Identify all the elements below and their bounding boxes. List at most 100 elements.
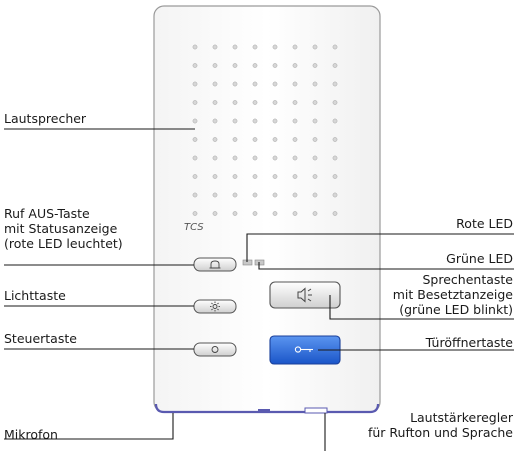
label-ruf-aus-line3: (rote LED leuchtet) bbox=[4, 236, 123, 251]
speaker-grille bbox=[192, 44, 338, 216]
speaker-hole bbox=[312, 155, 318, 161]
label-rote-led: Rote LED bbox=[456, 216, 513, 231]
speaker-hole bbox=[292, 118, 298, 124]
speaker-hole bbox=[192, 81, 198, 87]
speaker-hole bbox=[332, 137, 338, 142]
label-sprechentaste-line3: (grüne LED blinkt) bbox=[399, 302, 513, 317]
intercom-housing bbox=[153, 5, 381, 413]
label-lautsprecher: Lautsprecher bbox=[4, 111, 87, 126]
speaker-hole bbox=[272, 118, 278, 124]
speaker-hole bbox=[212, 192, 218, 198]
label-sprechentaste-line2: mit Besetztanzeige bbox=[392, 287, 513, 302]
control-button[interactable] bbox=[193, 342, 237, 357]
speaker-hole bbox=[232, 137, 238, 142]
label-lichttaste: Lichttaste bbox=[4, 288, 66, 303]
speaker-hole bbox=[252, 44, 258, 50]
speaker-hole bbox=[272, 137, 278, 142]
speaker-hole bbox=[292, 100, 298, 105]
speaker-hole bbox=[232, 192, 238, 198]
speaker-hole bbox=[212, 81, 218, 87]
speaker-hole bbox=[232, 100, 238, 105]
sun-icon bbox=[210, 301, 220, 312]
speaker-hole bbox=[312, 63, 318, 68]
speaker-hole bbox=[292, 155, 298, 161]
speaker-hole bbox=[252, 137, 258, 142]
speaker-hole bbox=[192, 211, 198, 216]
speaker-hole bbox=[272, 155, 278, 161]
speaker-hole bbox=[232, 174, 238, 179]
speaker-hole bbox=[312, 118, 318, 124]
speaker-hole bbox=[272, 211, 278, 216]
speaker-hole bbox=[292, 63, 298, 68]
speaker-hole bbox=[332, 63, 338, 68]
key-icon bbox=[294, 346, 313, 353]
speaker-hole bbox=[272, 100, 278, 105]
speaker-hole bbox=[312, 100, 318, 105]
speaker-hole bbox=[332, 81, 338, 87]
speaker-hole bbox=[232, 63, 238, 68]
speaker-hole bbox=[292, 81, 298, 87]
label-lautstaerkeregler: Lautstärkeregler für Rufton und Sprache bbox=[368, 410, 513, 440]
speaker-hole bbox=[312, 211, 318, 216]
speaker-hole bbox=[272, 174, 278, 179]
speaker-hole bbox=[312, 137, 318, 142]
label-lautstaerkeregler-line2: für Rufton und Sprache bbox=[367, 425, 513, 440]
speaker-hole bbox=[252, 211, 258, 216]
speaker-hole bbox=[212, 155, 218, 161]
speaker-hole bbox=[212, 63, 218, 68]
speaker-hole bbox=[312, 81, 318, 87]
speaker-hole bbox=[252, 100, 258, 105]
speaker-hole bbox=[272, 63, 278, 68]
speaker-hole bbox=[332, 192, 338, 198]
speaker-hole bbox=[232, 211, 238, 216]
speaker-hole bbox=[312, 44, 318, 50]
speaker-hole bbox=[292, 211, 298, 216]
label-ruf-aus: Ruf AUS-Taste mit Statusanzeige (rote LE… bbox=[4, 206, 123, 251]
speaker-hole bbox=[272, 192, 278, 198]
label-sprechentaste: Sprechentaste mit Besetztanzeige (grüne … bbox=[393, 272, 513, 317]
speaker-hole bbox=[292, 137, 298, 142]
speaker-hole bbox=[332, 44, 338, 50]
speaker-hole bbox=[332, 155, 338, 161]
speaker-hole bbox=[192, 63, 198, 68]
speaker-hole bbox=[252, 192, 258, 198]
speaker-hole bbox=[272, 81, 278, 87]
speaker-hole bbox=[232, 155, 238, 161]
speaker-hole bbox=[212, 100, 218, 105]
speaker-hole bbox=[252, 155, 258, 161]
speaker-hole bbox=[212, 174, 218, 179]
leader-rote-led bbox=[246, 233, 514, 262]
speaker-hole bbox=[192, 44, 198, 50]
light-button[interactable] bbox=[193, 299, 237, 314]
volume-control-slot bbox=[304, 407, 328, 414]
speaker-hole bbox=[212, 118, 218, 124]
leader-sprechentaste bbox=[329, 295, 514, 320]
speaker-hole bbox=[212, 137, 218, 142]
leader-gruene-led bbox=[258, 262, 514, 270]
leader-mikrofon bbox=[4, 413, 174, 440]
speaker-hole bbox=[232, 44, 238, 50]
label-mikrofon: Mikrofon bbox=[4, 427, 58, 442]
label-steuertaste: Steuertaste bbox=[4, 331, 77, 346]
speaker-hole bbox=[252, 118, 258, 124]
speaker-hole bbox=[332, 174, 338, 179]
speaker-hole bbox=[252, 81, 258, 87]
speaker-hole bbox=[232, 118, 238, 124]
tcs-logo: TCS bbox=[184, 222, 204, 233]
speak-button[interactable] bbox=[269, 281, 341, 309]
speaker-icon bbox=[297, 287, 312, 303]
speaker-hole bbox=[312, 174, 318, 179]
speaker-hole bbox=[192, 118, 198, 124]
circle-icon bbox=[211, 346, 219, 353]
speaker-hole bbox=[292, 192, 298, 198]
bell-icon bbox=[209, 260, 221, 269]
speaker-hole bbox=[192, 155, 198, 161]
call-off-button[interactable] bbox=[193, 257, 237, 272]
speaker-hole bbox=[332, 211, 338, 216]
label-sprechentaste-line1: Sprechentaste bbox=[422, 272, 514, 287]
speaker-hole bbox=[212, 211, 218, 216]
speaker-hole bbox=[272, 44, 278, 50]
speaker-hole bbox=[332, 100, 338, 105]
speaker-hole bbox=[312, 192, 318, 198]
